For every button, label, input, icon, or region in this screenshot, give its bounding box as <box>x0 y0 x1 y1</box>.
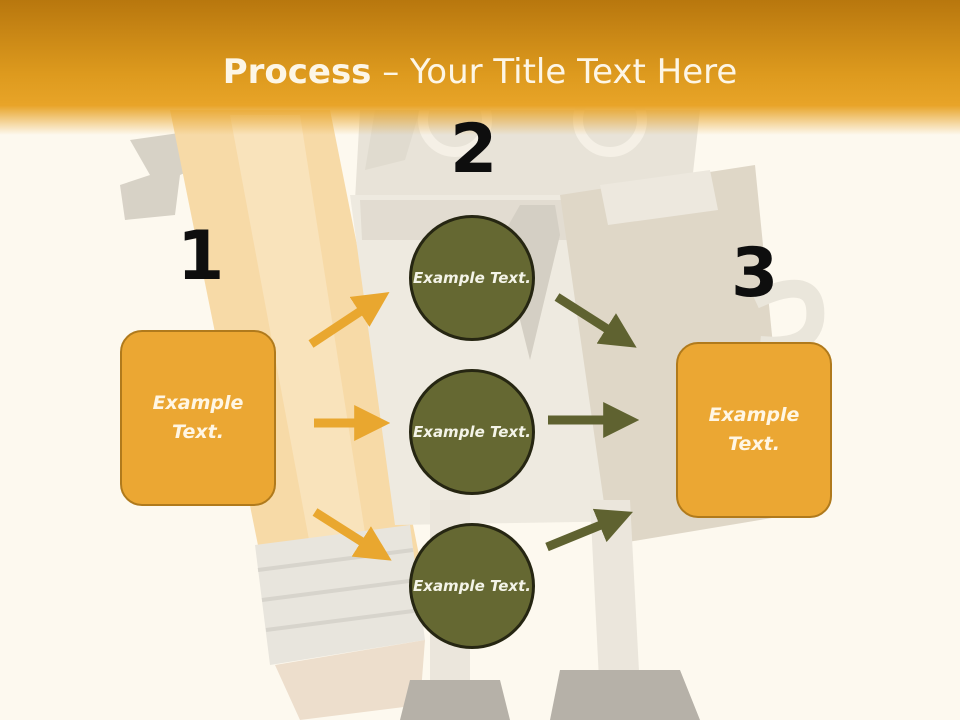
step-3-text: Example Text. <box>708 404 800 455</box>
step-2-circle-middle: Example Text. <box>409 369 535 495</box>
title-bold: Process <box>222 52 372 92</box>
title-bar <box>0 0 960 135</box>
arrow-right-top <box>554 293 637 348</box>
circle-bottom-text: Example Text. <box>413 576 531 595</box>
arrow-right-bottom <box>545 508 633 552</box>
circle-middle-text: Example Text. <box>413 422 531 441</box>
arrow-left-top <box>308 292 390 348</box>
step-2-circle-bottom: Example Text. <box>409 523 535 649</box>
step-number-3: 3 <box>731 234 779 313</box>
step-3-box: Example Text. <box>676 342 832 518</box>
slide-title: Process – Your Title Text Here <box>0 52 960 92</box>
step-1-text: Example Text. <box>152 392 244 443</box>
step-number-1: 1 <box>177 217 225 296</box>
step-number-2: 2 <box>450 110 498 189</box>
arrow-left-bottom <box>312 508 392 561</box>
step-2-circle-top: Example Text. <box>409 215 535 341</box>
step-1-box: Example Text. <box>120 330 276 506</box>
circle-top-text: Example Text. <box>413 268 531 287</box>
title-rest: – Your Title Text Here <box>371 52 738 92</box>
